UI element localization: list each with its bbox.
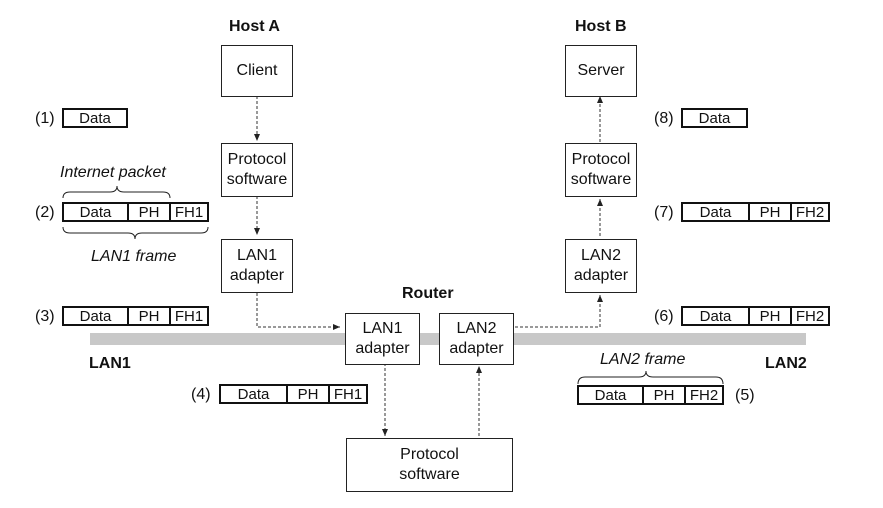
- packet-step-6: Data PH FH2: [681, 306, 830, 326]
- adapter-label: adapter: [573, 267, 629, 284]
- packet-fh2-field: FH2: [795, 203, 825, 221]
- packet-step-2: Data PH FH1: [62, 202, 209, 222]
- packet-fh2-field: FH2: [795, 307, 825, 325]
- protocol-label: Protocol: [571, 151, 631, 168]
- packet-step-4: Data PH FH1: [219, 384, 368, 404]
- lan2-label: LAN2: [580, 247, 622, 264]
- lan1-label: LAN1: [362, 320, 403, 337]
- lan2-network-label: LAN2: [765, 355, 807, 372]
- packet-data-field: Data: [579, 387, 644, 404]
- step-4-label: (4): [191, 386, 211, 403]
- packet-data-field: Data: [683, 204, 750, 221]
- lan2-frame-label: LAN2 frame: [600, 351, 686, 368]
- packet-ph-field: PH: [129, 308, 171, 325]
- packet-step-1: Data: [62, 108, 128, 128]
- software-label: software: [570, 171, 632, 188]
- step-1-label: (1): [35, 110, 55, 127]
- protocol-software-a-box: Protocol software: [221, 143, 293, 197]
- packet-data-field: Data: [64, 204, 129, 221]
- arrow-router-lan2-to-lan2-adapter: [515, 295, 603, 328]
- software-label: software: [226, 171, 288, 188]
- packet-fh2-field: FH2: [689, 386, 719, 404]
- arrow-lan1-adapter-to-router: [256, 293, 340, 330]
- lan1-adapter-a-box: LAN1 adapter: [221, 239, 293, 293]
- packet-ph-field: PH: [750, 308, 792, 325]
- lan2-frame-brace: [577, 370, 724, 385]
- packet-step-8: Data: [681, 108, 748, 128]
- step-7-label: (7): [654, 204, 674, 221]
- adapter-label: adapter: [229, 267, 285, 284]
- host-a-title: Host A: [229, 18, 280, 35]
- packet-data-field: Data: [221, 386, 288, 403]
- packet-fh1-field: FH1: [174, 203, 204, 221]
- client-box: Client: [221, 45, 293, 97]
- router-title: Router: [402, 285, 454, 302]
- step-5-label: (5): [735, 387, 755, 404]
- adapter-label: adapter: [355, 340, 410, 357]
- internet-packet-brace: [62, 185, 171, 199]
- server-box: Server: [565, 45, 637, 97]
- adapter-label: adapter: [449, 340, 504, 357]
- lan2-adapter-b-box: LAN2 adapter: [565, 239, 637, 293]
- packet-data-field: Data: [683, 308, 750, 325]
- software-label: software: [399, 466, 460, 483]
- host-b-title: Host B: [575, 18, 627, 35]
- packet-step-5: Data PH FH2: [577, 385, 724, 405]
- packet-step-7: Data PH FH2: [681, 202, 830, 222]
- step-2-label: (2): [35, 204, 55, 221]
- packet-data-field: Data: [79, 109, 111, 127]
- packet-data-field: Data: [698, 109, 731, 127]
- packet-ph-field: PH: [750, 204, 792, 221]
- router-lan1-adapter-box: LAN1 adapter: [345, 313, 420, 365]
- step-3-label: (3): [35, 308, 55, 325]
- packet-fh1-field: FH1: [333, 385, 363, 403]
- protocol-software-b-box: Protocol software: [565, 143, 637, 197]
- server-label: Server: [577, 62, 625, 79]
- protocol-label: Protocol: [400, 446, 459, 463]
- lan1-frame-label: LAN1 frame: [91, 248, 177, 265]
- packet-ph-field: PH: [129, 204, 171, 221]
- lan1-network-label: LAN1: [89, 355, 131, 372]
- protocol-label: Protocol: [227, 151, 287, 168]
- packet-data-field: Data: [64, 308, 129, 325]
- packet-fh1-field: FH1: [174, 307, 204, 325]
- lan1-label: LAN1: [236, 247, 278, 264]
- step-8-label: (8): [654, 110, 674, 127]
- client-label: Client: [236, 62, 278, 79]
- lan2-label: LAN2: [456, 320, 497, 337]
- packet-ph-field: PH: [288, 386, 330, 403]
- router-lan2-adapter-box: LAN2 adapter: [439, 313, 514, 365]
- router-protocol-software-box: Protocol software: [346, 438, 513, 492]
- internet-packet-label: Internet packet: [60, 164, 166, 181]
- step-6-label: (6): [654, 308, 674, 325]
- lan1-frame-brace: [62, 226, 209, 240]
- packet-ph-field: PH: [644, 387, 686, 404]
- packet-step-3: Data PH FH1: [62, 306, 209, 326]
